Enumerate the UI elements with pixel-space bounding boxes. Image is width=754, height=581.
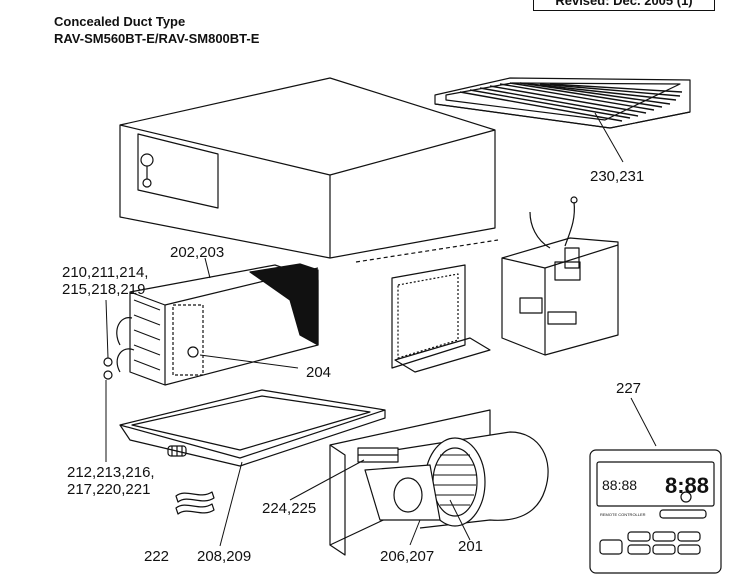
label-drain-pan: 208,209	[197, 548, 252, 565]
label-fan-motor: 201	[458, 538, 484, 555]
label-fan-motor-bracket: 224,225	[262, 500, 317, 517]
label-insulation: 204	[306, 364, 332, 381]
label-lower-piping-a: 212,213,216,	[67, 464, 155, 481]
remote-controller: 88:88 8:88 REMOTE CONTROLLER	[589, 449, 722, 574]
control-box	[501, 196, 619, 356]
hose-bands	[175, 491, 215, 515]
air-filter	[434, 77, 691, 129]
label-heat-exchanger: 202,203	[170, 244, 225, 261]
heat-exchanger	[103, 263, 319, 386]
diagram-title: Concealed Duct Type	[54, 14, 186, 29]
label-hose-bands: 222	[144, 548, 170, 565]
mounting-plate	[391, 264, 491, 373]
label-air-filter: 230,231	[590, 168, 645, 185]
label-lower-piping-b: 217,220,221	[67, 481, 151, 498]
label-upper-piping-b: 215,218,219	[62, 281, 146, 298]
remote-display-small: 88:88	[602, 477, 637, 493]
label-fan-case: 206,207	[380, 548, 435, 565]
label-remote-controller: 227	[616, 380, 642, 397]
label-upper-piping-a: 210,211,214,	[62, 264, 149, 281]
main-casing	[119, 77, 496, 259]
remote-display-digits: 8:88	[665, 473, 709, 498]
fan-assembly	[329, 409, 549, 556]
remote-brand-text: REMOTE CONTROLLER	[600, 512, 646, 517]
drain-pan	[119, 389, 386, 467]
model-numbers: RAV-SM560BT-E/RAV-SM800BT-E	[54, 31, 260, 46]
leader-lines	[105, 112, 657, 547]
revised-box: Revised: Dec. 2005 (1)	[533, 0, 715, 11]
